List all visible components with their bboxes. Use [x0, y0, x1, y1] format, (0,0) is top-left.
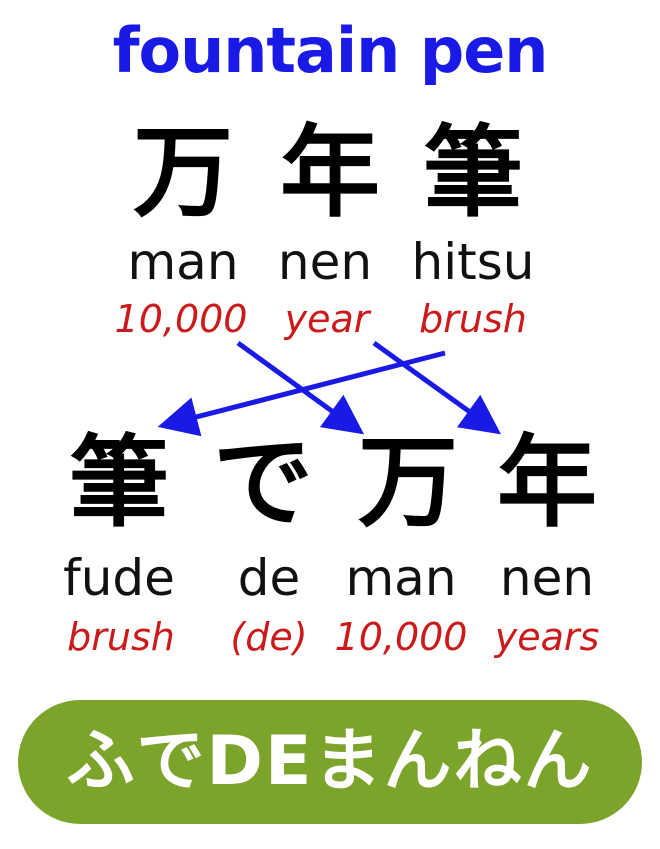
- bottom-romaji-2: de: [237, 549, 301, 607]
- top-kanji-1: 万: [133, 114, 233, 231]
- banner-background: [18, 700, 642, 824]
- top-kanji-2: 年: [280, 114, 380, 231]
- top-romaji-2: nen: [277, 233, 373, 291]
- title: fountain pen: [112, 14, 549, 87]
- arrow-nen: [372, 340, 502, 435]
- bottom-gloss-2: (de): [230, 615, 308, 659]
- bottom-gloss-1: brush: [67, 615, 175, 659]
- top-gloss-1: 10,000: [114, 297, 248, 341]
- banner-shape: [18, 700, 642, 824]
- bottom-gloss-3: 10,000: [334, 615, 468, 659]
- top-romaji-3: hitsu: [411, 233, 535, 291]
- bottom-kanji-1: 筆: [69, 424, 169, 541]
- top-gloss-2: year: [284, 297, 370, 341]
- bottom-romaji-1: fude: [63, 549, 175, 607]
- bottom-kanji-2: で: [213, 424, 313, 541]
- bottom-romaji-3: man: [345, 549, 457, 607]
- top-kanji-3: 筆: [423, 114, 523, 231]
- bottom-kanji-4: 年: [497, 424, 597, 541]
- bottom-romaji-4: nen: [499, 549, 595, 607]
- arrow-man: [236, 340, 365, 435]
- bottom-kanji-3: 万: [358, 424, 458, 541]
- top-romaji-1: man: [127, 233, 239, 291]
- bottom-gloss-4: years: [494, 615, 600, 659]
- banner-text: ふでDEまんねん: [66, 722, 594, 801]
- top-gloss-3: brush: [419, 297, 527, 341]
